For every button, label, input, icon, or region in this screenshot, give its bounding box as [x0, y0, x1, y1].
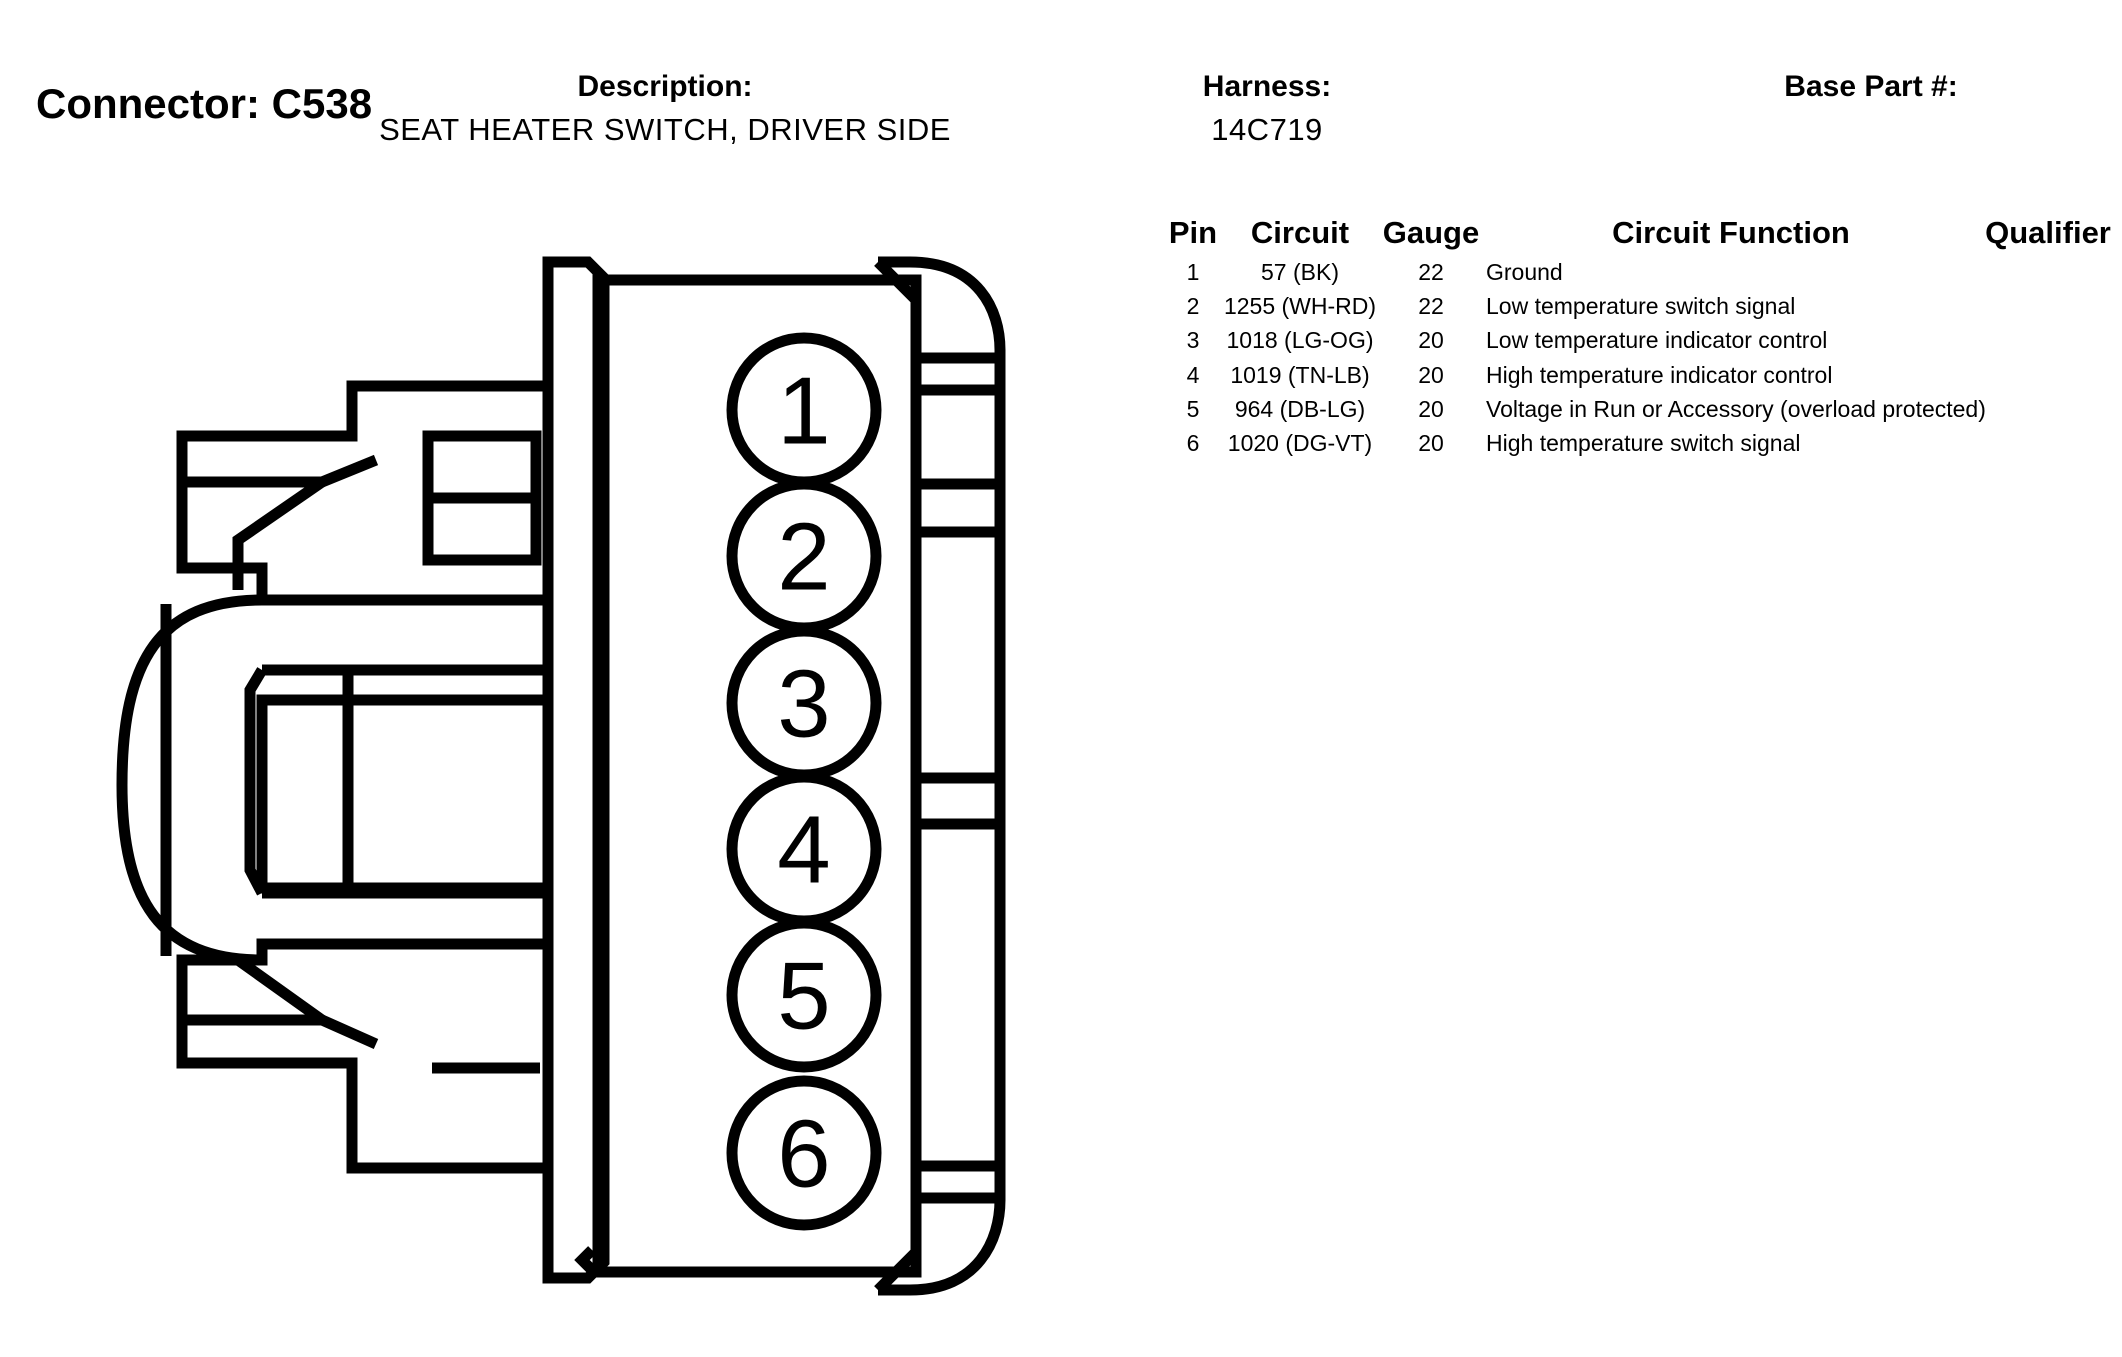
gauge-cell: 20 [1418, 430, 1444, 456]
column-header-qualifier: Qualifier [1985, 215, 2111, 250]
gauge-cell: 20 [1418, 396, 1444, 422]
circuit-cell: 1018 (LG-OG) [1226, 327, 1374, 353]
latch-rounded-face [116, 594, 263, 966]
pin-5: 5 [726, 917, 882, 1073]
pin-4: 4 [726, 771, 882, 927]
pin-cell: 1 [1186, 259, 1200, 285]
harness-value: 14C719 [1211, 112, 1323, 147]
latch-tab [262, 664, 548, 899]
function-cell: Voltage in Run or Accessory (overload pr… [1486, 396, 1986, 422]
harness-label: Harness: [1202, 70, 1332, 103]
pin-number: 3 [777, 651, 830, 758]
pin-number: 1 [777, 358, 830, 465]
connector-title: Connector: C538 [36, 80, 373, 127]
pin-number: 4 [777, 797, 830, 904]
pin-cell: 5 [1186, 396, 1200, 422]
pin-cell: 2 [1186, 293, 1200, 319]
circuit-cell: 1255 (WH-RD) [1223, 293, 1377, 319]
circuit-cell: 1019 (TN-LB) [1230, 362, 1370, 388]
gauge-cell: 22 [1418, 293, 1444, 319]
description-value: SEAT HEATER SWITCH, DRIVER SIDE [379, 112, 951, 147]
pin-cell: 6 [1186, 430, 1200, 456]
function-cell: High temperature switch signal [1486, 430, 1801, 456]
pin-3: 3 [726, 625, 882, 781]
pin-cell: 3 [1186, 327, 1200, 353]
latch-arm-top [182, 476, 340, 590]
latch-arm-bottom [182, 955, 340, 1026]
column-header-circuit: Circuit [1250, 215, 1350, 250]
right-slot-middle [916, 526, 1006, 784]
rail-notch [574, 1246, 596, 1274]
gauge-cell: 22 [1418, 259, 1444, 285]
gauge-cell: 20 [1418, 362, 1444, 388]
description-label: Description: [577, 70, 753, 103]
circuit-cell: 964 (DB-LG) [1234, 396, 1366, 422]
circuit-cell: 1020 (DG-VT) [1227, 430, 1373, 456]
pin-6: 6 [726, 1075, 882, 1231]
housing-corner-lines [874, 258, 920, 1294]
latch-tab-edge [244, 667, 267, 896]
connector-face-diagram: 1 2 3 4 5 6 [116, 256, 1006, 1296]
pin-1: 1 [726, 332, 882, 488]
column-header-pin: Pin [1168, 215, 1218, 250]
circuit-cell: 57 (BK) [1261, 259, 1339, 285]
column-header-circuit-function: Circuit Function [1612, 215, 1850, 250]
right-slot-top [916, 352, 1000, 490]
pin-number: 6 [777, 1101, 830, 1208]
function-cell: Ground [1486, 259, 1563, 285]
base-part-label: Base Part #: [1784, 70, 1958, 103]
pin-circle [726, 917, 882, 1073]
pin-circle [726, 1075, 882, 1231]
pin-number: 2 [777, 504, 830, 611]
latch-outline [176, 262, 554, 1278]
pin-2: 2 [726, 478, 882, 634]
function-cell: High temperature indicator control [1486, 362, 1833, 388]
pin-number: 5 [777, 943, 830, 1050]
right-slot-bottom [916, 818, 1006, 1204]
latch-spring-top [319, 454, 379, 488]
function-cell: Low temperature indicator control [1486, 327, 1828, 353]
latch-spring-bottom [319, 1014, 379, 1050]
gauge-cell: 20 [1418, 327, 1444, 353]
function-cell: Low temperature switch signal [1486, 293, 1796, 319]
column-header-gauge: Gauge [1382, 215, 1480, 250]
pin-cell: 4 [1186, 362, 1200, 388]
